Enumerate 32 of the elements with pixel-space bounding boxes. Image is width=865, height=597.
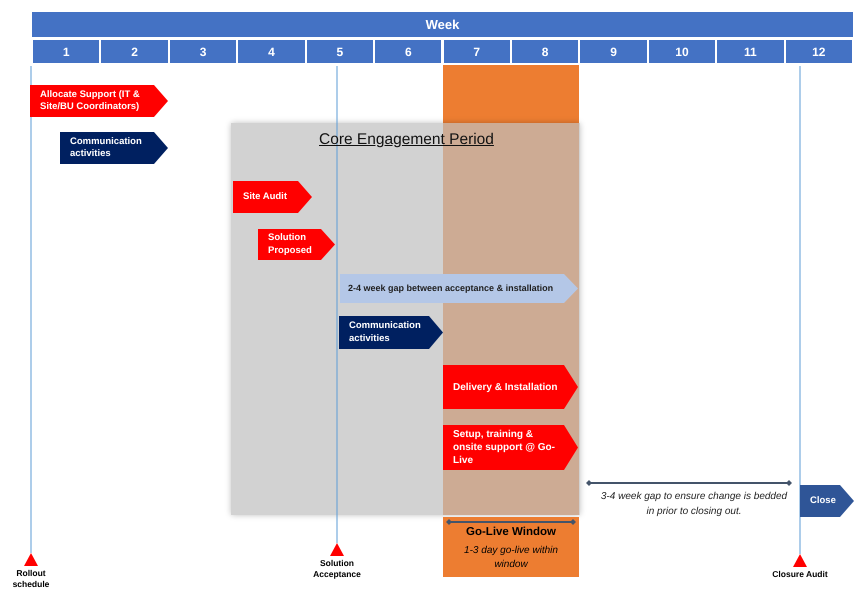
task-bar: Allocate Support (IT & Site/BU Coordinators) (30, 85, 168, 117)
week-header: 8 (512, 40, 578, 63)
connector-line (30, 66, 32, 554)
milestone-label: Rollout schedule (12, 568, 50, 591)
header-bar: Week (32, 12, 853, 37)
week-header: 1 (33, 40, 100, 63)
note-text: 3-4 week gap to ensure change is bedded in prior to closing out. (600, 490, 788, 519)
task-bar: Delivery & Installation (443, 365, 578, 409)
connector-line (336, 66, 338, 544)
window-box (443, 517, 579, 577)
week-header: 11 (717, 40, 784, 63)
window-heading: Go-Live Window (465, 526, 557, 538)
week-header: 4 (238, 40, 305, 63)
task-bar: Communication activities (60, 132, 168, 164)
task-bar: Site Audit (233, 181, 312, 213)
milestone-label: Closure Audit (771, 569, 829, 580)
week-header: 7 (444, 40, 510, 63)
task-bar: Communication activities (339, 316, 443, 349)
week-header: 5 (306, 40, 374, 63)
week-header: 10 (648, 40, 716, 63)
task-bar: Close (800, 485, 854, 517)
milestone-label: Solution Acceptance (312, 558, 362, 581)
period-band (231, 123, 580, 515)
week-header: 3 (170, 40, 236, 63)
task-bar: 2-4 week gap between acceptance & installation (340, 274, 578, 303)
task-bar: Setup, training & onsite support @ Go-Live (443, 425, 578, 470)
week-header: 2 (101, 40, 168, 63)
week-header: 12 (786, 40, 852, 63)
week-header: 9 (580, 40, 647, 63)
window-note: 1-3 day go-live within window (463, 544, 559, 571)
task-bar: Solution Proposed (258, 229, 335, 260)
week-header: 6 (375, 40, 442, 63)
